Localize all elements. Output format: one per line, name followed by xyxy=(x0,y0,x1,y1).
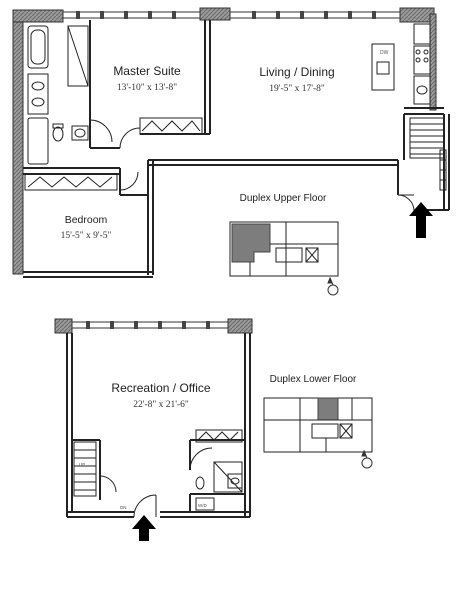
lower-floor-plan: UP DN W/D Recreation / Office 22'-8" x 2… xyxy=(54,318,373,541)
entry-arrow-icon xyxy=(409,202,433,238)
lower-toilet-icon xyxy=(195,476,205,490)
lower-stair-icon xyxy=(73,441,97,497)
upper-floor-plan: DW Master Suite 13'-10" x 13'-8" Living … xyxy=(12,7,450,296)
stair-dn-label: DN xyxy=(120,505,127,510)
washer-dryer-icon xyxy=(195,497,215,511)
lower-top-wall xyxy=(54,318,253,334)
stair-icon xyxy=(409,117,447,191)
room-name-bedroom: Bedroom xyxy=(65,214,108,226)
lower-walls xyxy=(66,333,251,518)
stair-up-label: UP xyxy=(79,462,85,467)
lower-north-arrow-icon xyxy=(361,449,373,469)
right-exterior-wall xyxy=(429,13,437,111)
top-windows xyxy=(63,11,400,19)
lower-bath-fixtures xyxy=(195,429,243,511)
room-dims-master-suite: 13'-10" x 13'-8" xyxy=(117,83,177,93)
vanity-icon xyxy=(27,73,49,115)
dishwasher-label: DW xyxy=(380,50,389,56)
range-icon xyxy=(413,45,431,75)
upper-floor-caption: Duplex Upper Floor xyxy=(240,193,327,204)
sink-icon xyxy=(71,125,89,141)
room-name-master-suite: Master Suite xyxy=(113,64,181,78)
kitchen-island-icon xyxy=(371,43,395,91)
shower-icon xyxy=(67,25,89,87)
lower-top-windows xyxy=(72,321,228,329)
left-exterior-wall xyxy=(12,9,24,275)
room-name-recreation-office: Recreation / Office xyxy=(111,381,210,395)
kitchen-fixtures xyxy=(371,23,431,105)
lower-floor-caption: Duplex Lower Floor xyxy=(270,374,357,385)
lower-sink-icon xyxy=(227,473,243,489)
lower-window-mullions xyxy=(86,321,210,329)
lower-keyplan-icon xyxy=(263,397,373,453)
washer-dryer-label: W/D xyxy=(198,503,207,508)
hall-bath-tub-icon xyxy=(27,117,49,165)
window-mullions xyxy=(76,11,376,19)
room-dims-living-dining: 19'-5" x 17'-8" xyxy=(269,84,325,94)
lower-door-swing-icon xyxy=(99,447,213,518)
room-dims-recreation-office: 22'-8" x 21'-6" xyxy=(133,400,189,410)
keyplan-icon xyxy=(229,221,339,277)
bathtub-icon xyxy=(27,25,49,69)
room-dims-bedroom: 15'-5" x 9'-5" xyxy=(61,231,112,241)
north-arrow-icon xyxy=(327,276,339,296)
lower-entry-arrow-icon xyxy=(132,515,156,541)
closet-icon xyxy=(195,429,243,443)
toilet-icon xyxy=(52,126,64,142)
top-exterior-wall xyxy=(12,7,435,23)
room-name-living-dining: Living / Dining xyxy=(259,65,334,79)
bathroom-fixtures xyxy=(27,25,89,165)
closet-doors xyxy=(24,117,203,191)
door-swing-icon xyxy=(89,119,415,212)
